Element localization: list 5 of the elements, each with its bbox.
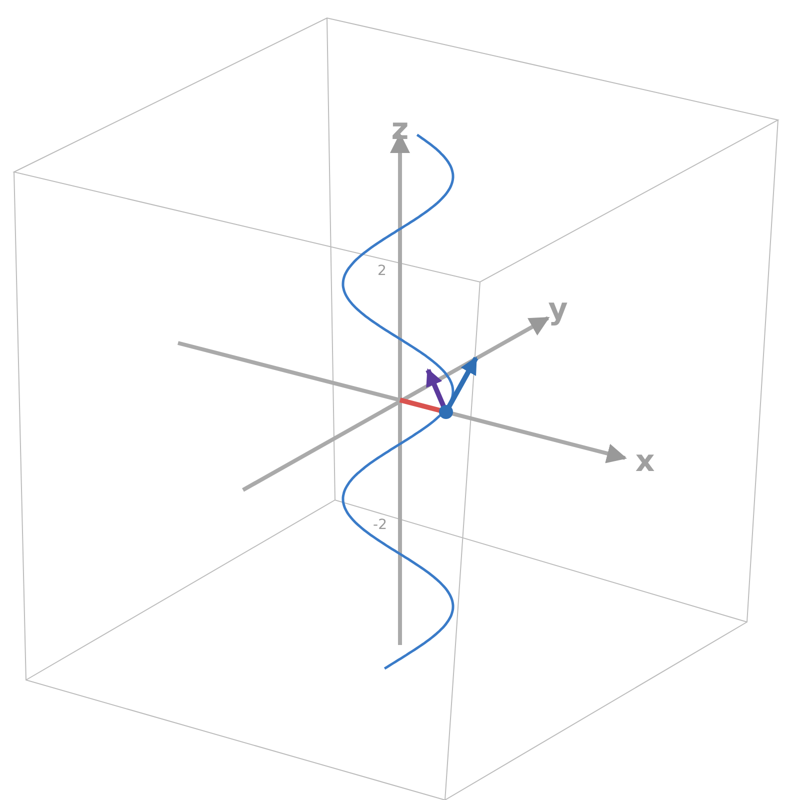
axis-label: y xyxy=(548,295,568,325)
tick-label: -2 xyxy=(373,518,387,532)
axis-label: z xyxy=(391,115,409,145)
tick-label: 2 xyxy=(378,264,386,278)
axis-label: x xyxy=(635,447,655,477)
